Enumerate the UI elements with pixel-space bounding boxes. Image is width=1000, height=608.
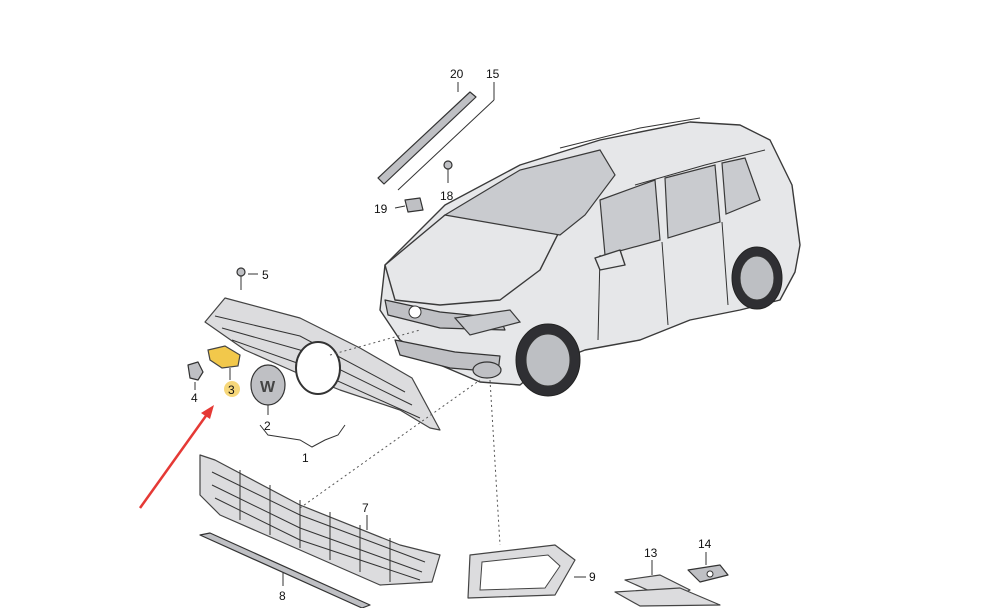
part-5-screw: [236, 267, 258, 290]
callout-19: 19: [374, 202, 388, 216]
part-1-grille: [204, 297, 441, 431]
callout-14: 14: [698, 537, 712, 551]
part-2-emblem: W: [250, 364, 286, 406]
part-15-trim: [397, 99, 495, 191]
part-20-trim: [377, 91, 477, 185]
callout-18: 18: [440, 189, 454, 203]
callout-9: 9: [589, 570, 596, 584]
part-18-clip: [443, 160, 453, 183]
callout-15: 15: [486, 67, 500, 81]
callout-7: 7: [362, 501, 369, 515]
callout-1: 1: [302, 451, 309, 465]
svg-text:W: W: [260, 379, 276, 396]
part-4-clip: [187, 361, 204, 390]
callout-13: 13: [644, 546, 658, 560]
callout-3: 3: [228, 383, 235, 397]
part-3-bracket: [207, 345, 241, 380]
part-19-clip: [404, 197, 424, 213]
highlight-badge: [224, 381, 240, 397]
part-9-fog-frame: [467, 544, 586, 599]
callout-8: 8: [279, 589, 286, 603]
part-14-insert: [687, 552, 729, 583]
part-13-cover: [614, 560, 721, 607]
part-7-lower-grille: [199, 454, 441, 586]
callout-5: 5: [262, 268, 269, 282]
callout-2: 2: [264, 419, 271, 433]
car-illustration: [379, 117, 801, 397]
callout-4: 4: [191, 391, 198, 405]
red-arrow-icon: [138, 405, 214, 509]
part-8-strip: [199, 532, 371, 608]
callout-20: 20: [450, 67, 464, 81]
